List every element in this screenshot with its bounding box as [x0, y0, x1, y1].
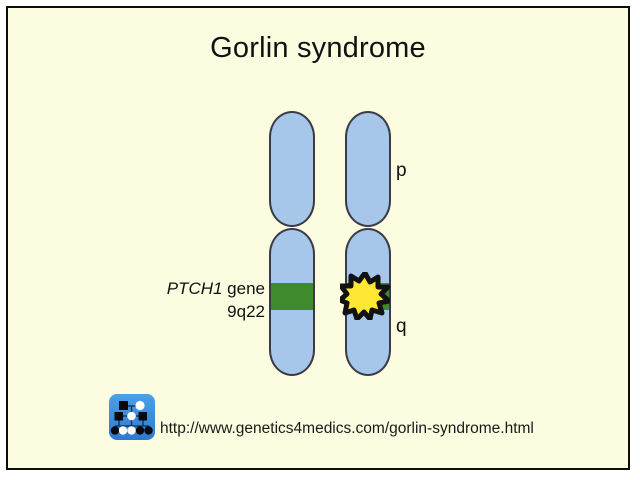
chromosome-short-arm — [269, 111, 315, 227]
gene-annotation: PTCH1 gene 9q22 — [105, 277, 265, 323]
mutation-starburst-icon — [340, 272, 390, 320]
chromosome-short-arm — [345, 111, 391, 227]
gene-suffix: gene — [222, 279, 265, 298]
page-title: Gorlin syndrome — [210, 32, 426, 64]
slide-canvas: Gorlin syndrome p q PTCH1 gene 9q22 — [6, 6, 630, 470]
long-arm-label: q — [396, 316, 407, 337]
gene-locus: 9q22 — [227, 302, 265, 321]
source-url-link[interactable]: http://www.genetics4medics.com/gorlin-sy… — [160, 420, 534, 437]
footer: http://www.genetics4medics.com/gorlin-sy… — [109, 394, 534, 440]
short-arm-label: p — [396, 160, 407, 181]
ptch1-gene-band — [269, 283, 315, 310]
pedigree-chart-logo-icon — [109, 394, 155, 440]
gene-name: PTCH1 — [166, 279, 223, 298]
gene-name-line: PTCH1 gene — [105, 277, 265, 300]
